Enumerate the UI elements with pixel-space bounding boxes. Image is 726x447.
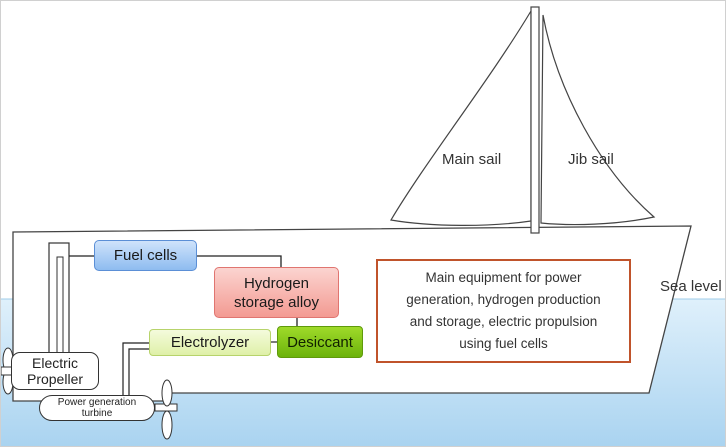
note-line-4: using fuel cells bbox=[459, 336, 548, 351]
fuel-cells-label: Fuel cells bbox=[113, 247, 178, 264]
turbine-label-line1: Power generation bbox=[57, 397, 137, 408]
electric-propeller-label-line1: Electric bbox=[32, 355, 78, 371]
hydrogen-storage-alloy-box: Hydrogen storage alloy bbox=[214, 267, 339, 318]
hydrogen-storage-label-line1: Hydrogen bbox=[243, 274, 310, 292]
turbine-propeller-blades bbox=[154, 379, 178, 440]
fuel-cells-box: Fuel cells bbox=[94, 240, 197, 271]
electrolyzer-box: Electrolyzer bbox=[149, 329, 271, 356]
electrolyzer-label: Electrolyzer bbox=[170, 334, 250, 351]
power-generation-turbine-box: Power generation turbine bbox=[39, 395, 155, 421]
sea-level-label: Sea level bbox=[660, 278, 722, 295]
note-line-2: generation, hydrogen production bbox=[406, 292, 601, 307]
mast bbox=[530, 6, 540, 234]
note-line-1: Main equipment for power bbox=[425, 270, 582, 285]
jib-sail-shape bbox=[540, 14, 656, 226]
connector-fuel-to-hydrogen bbox=[197, 255, 282, 267]
connector-electrolyzer-to-turbine-1 bbox=[122, 342, 149, 395]
equipment-description-box: Main equipment for power generation, hyd… bbox=[376, 259, 631, 363]
desiccant-label: Desiccant bbox=[287, 333, 353, 351]
desiccant-box: Desiccant bbox=[277, 326, 363, 358]
jib-sail-label: Jib sail bbox=[568, 151, 614, 168]
electric-propeller-box: Electric Propeller bbox=[11, 352, 99, 390]
note-line-3: and storage, electric propulsion bbox=[409, 314, 598, 329]
main-sail-shape bbox=[390, 8, 532, 226]
electric-propeller-label-line2: Propeller bbox=[26, 371, 84, 387]
electric-propeller-blades bbox=[1, 347, 14, 395]
main-sail-label: Main sail bbox=[442, 151, 502, 168]
hydrogen-storage-label-line2: storage alloy bbox=[233, 293, 320, 311]
shaft-pipe-inner bbox=[56, 256, 64, 359]
connector-electrolyzer-to-turbine-2 bbox=[128, 348, 149, 395]
turbine-label-line2: turbine bbox=[81, 408, 113, 419]
